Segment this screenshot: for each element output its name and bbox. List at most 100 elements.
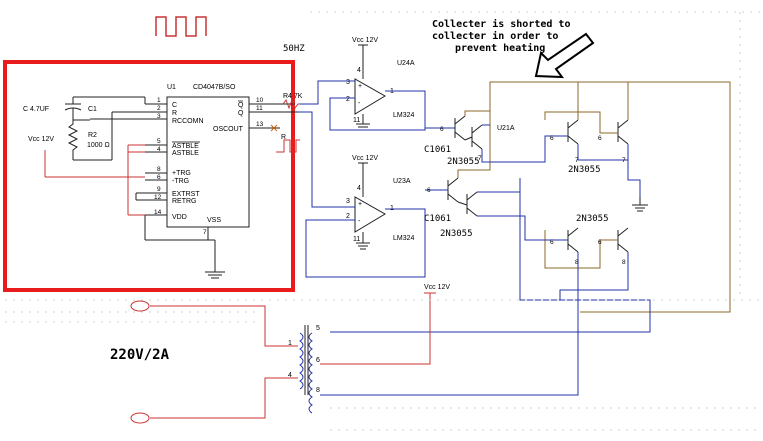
faint-traces xyxy=(5,11,760,431)
highlight-box xyxy=(3,60,295,292)
u1-pin-name: ASTBLE xyxy=(172,143,199,150)
u23a-vcc: Vcc 12V xyxy=(352,155,378,162)
u24a-ref: U24A xyxy=(397,60,415,67)
minus-sign: - xyxy=(358,218,361,225)
osc-wave-icon xyxy=(276,139,300,153)
annotation: Collecter is shorted to collecter in ord… xyxy=(432,18,595,79)
pin-label: 6 xyxy=(598,135,602,142)
c1061-bot-label: C1061 xyxy=(424,214,451,224)
u1-pin-num: 14 xyxy=(154,209,162,216)
u1-vss-label: VSS xyxy=(207,217,221,224)
terminal-icon xyxy=(130,300,150,312)
plus-sign: + xyxy=(358,83,362,90)
xfmr-pin-6: 6 xyxy=(316,357,320,364)
u1-pin-num: 3 xyxy=(157,113,161,120)
u23a-pin-v: 4 xyxy=(357,185,361,192)
mains-label: 220V/2A xyxy=(110,347,170,363)
xfmr-pin-1: 1 xyxy=(288,340,292,347)
u1-pin-name: EXTRST xyxy=(172,191,200,198)
r4-resistor xyxy=(282,98,300,110)
mains-leads xyxy=(130,300,298,424)
opamp-u24a: 3 2 1 4 11 U24A LM324 Vcc 12V + - xyxy=(346,37,415,124)
square-wave-icon xyxy=(155,16,207,37)
c1-value: C 4.7UF xyxy=(23,106,49,113)
u1-part: CD4047B/SO xyxy=(193,84,236,91)
ic-u1: U1 CD4047B/SO 1 2 3 5 4 8 6 9 12 14 xyxy=(145,84,270,240)
u1-pin-num: 9 xyxy=(157,186,161,193)
r-label: R xyxy=(281,134,286,141)
u21a-label: U21A xyxy=(497,125,515,132)
u1-pin-num: 13 xyxy=(256,121,264,128)
u1-pin-num: 10 xyxy=(256,97,264,104)
osc-x-icon xyxy=(270,124,278,132)
u1-pin-num: 8 xyxy=(157,166,161,173)
pin-label: 8 xyxy=(575,259,579,266)
c1-ref: C1 xyxy=(88,106,97,113)
u1-pin-num: 12 xyxy=(154,194,162,201)
pin-label: 6 xyxy=(550,239,554,246)
q-bot-left-label: 2N3055 xyxy=(440,229,473,239)
pin-label: 7 xyxy=(575,157,579,164)
u24a-vcc: Vcc 12V xyxy=(352,37,378,44)
u23a-ref: U23A xyxy=(393,178,411,185)
xfmr-pin-5: 5 xyxy=(316,325,320,332)
q-top-left-label: 2N3055 xyxy=(447,157,480,167)
u1-pin-num: 2 xyxy=(157,105,161,112)
u24a-pin-g: 11 xyxy=(353,117,360,124)
u23a-pin-g: 11 xyxy=(353,236,360,243)
annotation-line-2: collecter in order to xyxy=(432,30,558,42)
u24a-pin-v: 4 xyxy=(357,67,361,74)
transformer xyxy=(299,325,313,414)
drive-wires xyxy=(320,124,651,396)
vcc-left-wire xyxy=(44,144,145,216)
xfmr-pin-8: 8 xyxy=(316,387,320,394)
u1-vss-pin: 7 xyxy=(203,229,207,236)
opamp-u23a: 3 2 1 4 11 U23A LM324 Vcc 12V + - xyxy=(346,155,415,243)
u1-pin-name: OSCOUT xyxy=(213,126,244,133)
u1-pin-num: 5 xyxy=(157,138,161,145)
annotation-line-3: prevent heating xyxy=(455,42,545,54)
vcc-left-label: Vcc 12V xyxy=(28,136,54,143)
transistor-stage xyxy=(425,115,629,253)
terminal-icon xyxy=(130,412,150,424)
u24a-part: LM324 xyxy=(393,112,415,119)
annotation-line-1: Collecter is shorted to xyxy=(432,18,570,30)
pin-label: 6 xyxy=(598,239,602,246)
plus-sign: + xyxy=(358,201,362,208)
u1-pin-num: 1 xyxy=(157,97,161,104)
u1-pin-name: RCCOMN xyxy=(172,118,204,125)
u1-pin-name: Q xyxy=(238,110,244,117)
u1-pin-name: RETRG xyxy=(172,198,197,205)
frequency-label: 50HZ xyxy=(283,44,305,54)
xfmr-pin-4: 4 xyxy=(288,372,292,379)
c1061-top-label: C1061 xyxy=(424,145,451,155)
xfmr-vcc: Vcc 12V xyxy=(424,284,450,291)
u1-pin-name: Q xyxy=(238,102,244,109)
u1-pin-name: ASTBLE xyxy=(172,150,199,157)
minus-sign: - xyxy=(358,100,361,107)
pin-label: 8 xyxy=(622,259,626,266)
pin-label: 6 xyxy=(440,126,444,133)
ground-icon xyxy=(145,239,225,279)
u1-pin-name: -TRG xyxy=(172,178,189,185)
u1-pin-num: 6 xyxy=(157,174,161,181)
u1-pin-num: 11 xyxy=(256,105,263,112)
u1-pin-num: 4 xyxy=(157,146,161,153)
r2-value: 1000 Ω xyxy=(87,142,110,149)
u24a-pin-minus: 2 xyxy=(346,96,350,103)
r2-ref: R2 xyxy=(88,132,97,139)
q-top-right-label: 2N3055 xyxy=(568,165,601,175)
r4-label: R4 7K xyxy=(283,93,303,100)
u1-pin-name: R xyxy=(172,110,177,117)
u24a-pin-plus: 3 xyxy=(346,79,350,86)
ground-icon xyxy=(632,197,648,212)
u1-pin-name: C xyxy=(172,102,177,109)
u23a-pin-minus: 2 xyxy=(346,213,350,220)
capacitor-c1 xyxy=(64,96,146,120)
arrow-icon xyxy=(534,32,595,79)
pin-label: 6 xyxy=(550,135,554,142)
u1-ref: U1 xyxy=(167,84,176,91)
u1-pin-name: VDD xyxy=(172,214,187,221)
q-bot-right-label: 2N3055 xyxy=(576,214,609,224)
